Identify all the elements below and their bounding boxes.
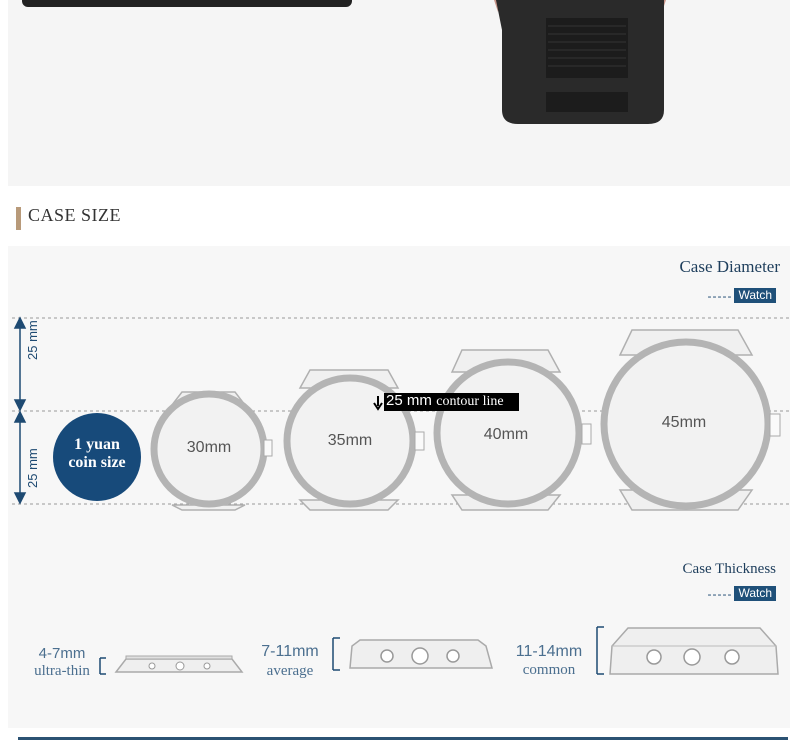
- watch-strap-image: [488, 0, 666, 124]
- scale-label-bottom: 25 mm: [25, 448, 40, 488]
- section-header: [8, 190, 790, 244]
- contour-mm: 25 mm: [386, 392, 432, 409]
- bottom-divider: [18, 737, 788, 740]
- thin-case-profile: [99, 655, 244, 675]
- coin-icon: [53, 413, 141, 501]
- thickness-label: common: [522, 662, 576, 678]
- thickness-range: 4-7mm: [38, 645, 86, 662]
- scale-label-top: 25 mm: [25, 320, 40, 360]
- case-diameter-heading: Case Diameter: [679, 257, 780, 276]
- thickness-label: ultra-thin: [34, 663, 90, 679]
- watch-tag: Watch: [734, 586, 776, 601]
- thickness-item-common: 11-14mm common: [504, 643, 594, 679]
- coin-label: 1 yuan coin size: [53, 436, 141, 472]
- coin-line-2: coin size: [68, 454, 126, 471]
- watch-tag: Watch: [734, 288, 776, 303]
- tag-dashes: -----: [707, 586, 733, 601]
- thickness-range: 11-14mm: [515, 643, 583, 660]
- contour-label: 25 mm contour line: [386, 392, 504, 410]
- down-arrow-icon: [373, 396, 383, 411]
- thickness-watch-tag: ----- Watch: [707, 586, 776, 601]
- thickness-label: average: [266, 663, 314, 679]
- watch-size-label: 40mm: [483, 426, 529, 443]
- watch-size-label: 35mm: [327, 432, 373, 449]
- coin-line-1: 1 yuan: [74, 436, 120, 453]
- watch-35mm-outline: [283, 369, 425, 511]
- average-case-profile: [332, 637, 493, 671]
- common-case-profile: [596, 626, 779, 675]
- case-thickness-heading: Case Thickness: [682, 561, 776, 577]
- thickness-item-thin: 4-7mm ultra-thin: [24, 645, 100, 680]
- thickness-range: 7-11mm: [261, 643, 319, 660]
- contour-label-bg: [384, 393, 519, 411]
- section-title: CASE SIZE: [28, 205, 122, 225]
- section-accent-bar: [16, 207, 21, 230]
- thickness-item-average: 7-11mm average: [250, 643, 330, 680]
- diameter-watch-tag: ----- Watch: [707, 288, 776, 303]
- tag-dashes: -----: [707, 288, 733, 303]
- contour-text: contour line: [436, 394, 504, 409]
- watch-size-label: 45mm: [661, 414, 707, 431]
- top-black-bar: [22, 0, 352, 7]
- watch-30mm-outline: [150, 390, 273, 511]
- watch-45mm-outline: [600, 329, 781, 511]
- watch-size-label: 30mm: [186, 439, 232, 456]
- scale-arrows: [13, 316, 27, 505]
